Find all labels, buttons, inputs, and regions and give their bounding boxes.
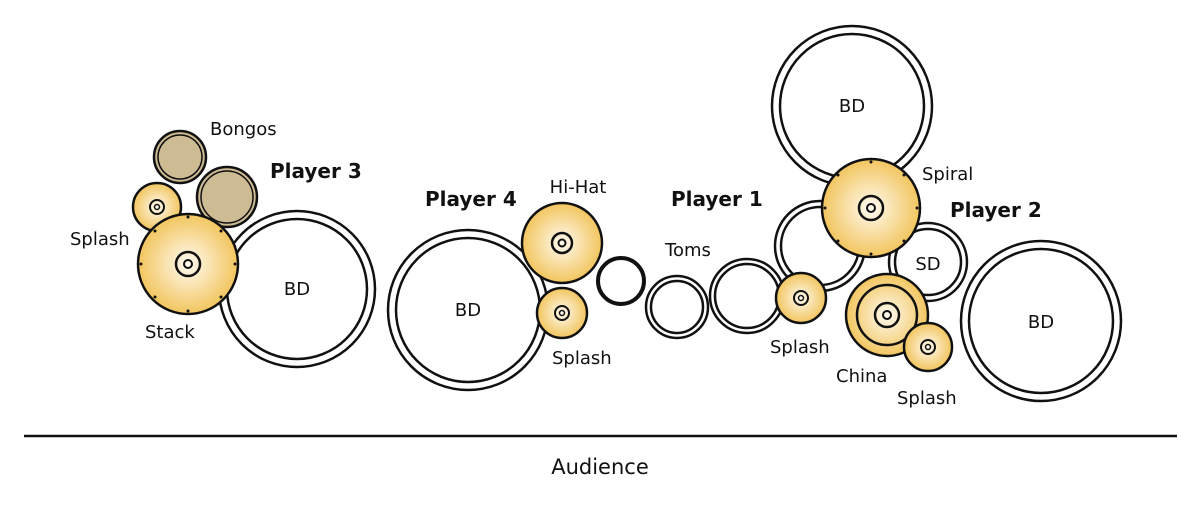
player3-label: Player 3 — [270, 159, 362, 183]
p4-splash-cymbal[interactable] — [535, 286, 589, 340]
p2-bd-top-label: BD — [839, 96, 865, 117]
p1-splash-label: Splash — [770, 337, 830, 358]
audience-label: Audience — [551, 455, 649, 479]
p2-bd-right-label: BD — [1028, 312, 1054, 333]
player2-group: BD SD Splash Sp — [770, 24, 1123, 409]
player1-label: Player 1 — [671, 187, 763, 211]
p2-splash-cymbal[interactable] — [902, 321, 954, 373]
p1-tom-3[interactable] — [708, 257, 786, 335]
p2-sd-label: SD — [915, 254, 940, 275]
p1-tom-2[interactable] — [644, 274, 710, 340]
p3-bd-label: BD — [284, 279, 310, 300]
p1-tom-1[interactable] — [596, 256, 646, 306]
p2-spiral-cymbal[interactable] — [820, 157, 922, 259]
p1-toms-label: Toms — [664, 240, 711, 261]
p2-splash-label: Splash — [897, 388, 957, 409]
p3-bass-drum[interactable]: BD — [217, 209, 377, 369]
player2-label: Player 2 — [950, 198, 1042, 222]
p4-bd-label: BD — [455, 300, 481, 321]
p4-hihat-label: Hi-Hat — [550, 177, 607, 198]
p4-hihat-cymbal[interactable] — [520, 201, 604, 285]
p4-bass-drum[interactable]: BD — [386, 228, 550, 392]
p2-bass-drum-right[interactable]: BD — [959, 239, 1123, 403]
p2-china-label: China — [836, 366, 887, 387]
p3-bongo-large[interactable] — [195, 165, 259, 229]
p3-bongos-label: Bongos — [210, 119, 277, 140]
p4-splash-label: Splash — [552, 348, 612, 369]
p1-splash-cymbal[interactable] — [774, 271, 828, 325]
player4-group: BD Hi-Hat Splash Player 4 — [386, 177, 612, 392]
p3-bongo-small[interactable] — [152, 129, 208, 185]
p3-stack-label: Stack — [145, 322, 195, 343]
player4-label: Player 4 — [425, 187, 517, 211]
player3-group: BD Bongos Splash — [70, 119, 377, 369]
p3-stack-cymbal[interactable] — [136, 212, 240, 316]
p2-spiral-label: Spiral — [922, 164, 973, 185]
player1-group: Toms Player 1 — [596, 187, 786, 340]
p3-splash-label: Splash — [70, 229, 130, 250]
